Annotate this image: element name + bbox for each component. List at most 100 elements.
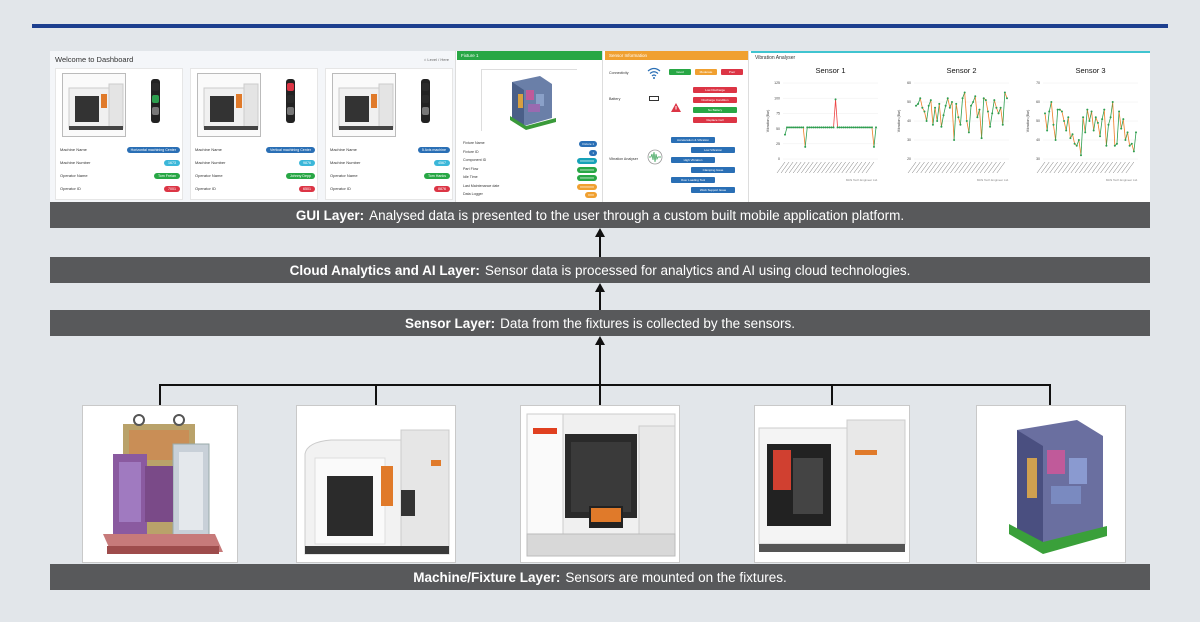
- machine-layer-text: Sensors are mounted on the fixtures.: [565, 569, 787, 585]
- data-point: [862, 126, 865, 129]
- data-point: [989, 125, 992, 128]
- data-point: [1130, 142, 1133, 145]
- connectivity-status-button[interactable]: Good: [669, 69, 691, 75]
- gui-screenshot-strip: Welcome to Dashboard ⌂ Level / Here Mach…: [50, 51, 1150, 202]
- y-tick-label: 70: [1036, 81, 1040, 85]
- vibration-panel-accent: [751, 51, 1150, 53]
- connector-1: [159, 384, 161, 405]
- x-tick-label-mark: [958, 161, 967, 174]
- data-point: [1077, 139, 1080, 141]
- data-point: [948, 106, 951, 109]
- data-point: [838, 126, 841, 129]
- y-axis-label: Vibration (Bar): [766, 110, 770, 133]
- vibration-status-button[interactable]: Work Support Issue: [691, 187, 735, 193]
- series-segment: [1000, 107, 1004, 125]
- status-light-tower: [151, 79, 160, 123]
- series-segment: [1050, 101, 1054, 125]
- vibration-status-button[interactable]: Over Loading Tool: [671, 177, 715, 183]
- series-segment: [976, 109, 980, 118]
- series-segment: [1061, 111, 1065, 122]
- sensor-layer-bar: Sensor Layer: Data from the fixtures is …: [50, 310, 1150, 336]
- data-point: [1006, 97, 1008, 100]
- data-point: [820, 126, 823, 129]
- series-segment: [1063, 120, 1067, 131]
- battery-status-button[interactable]: Replace Cell: [693, 117, 737, 123]
- data-point: [802, 126, 805, 129]
- fixture-info-value: XXX: [584, 192, 597, 198]
- data-point: [982, 97, 985, 100]
- series-segment: [873, 127, 877, 147]
- series-segment: [1122, 119, 1126, 141]
- series-segment: [945, 98, 949, 106]
- x-tick-label-mark: [992, 161, 1001, 174]
- x-tick-label-mark: [1100, 161, 1109, 174]
- connector-4: [831, 384, 833, 405]
- data-point: [834, 98, 837, 101]
- data-point: [832, 126, 835, 129]
- gui-layer-text: Analysed data is presented to the user t…: [369, 207, 905, 223]
- x-tick-label-mark: [962, 161, 972, 174]
- x-tick-label-mark: [849, 161, 859, 174]
- data-point: [1069, 137, 1072, 140]
- fixture-info-label: Last Maintenance date: [463, 183, 500, 188]
- series-segment: [1046, 111, 1050, 131]
- fixture-illustration: [482, 70, 578, 132]
- series-segment: [1089, 111, 1092, 122]
- sensor-layer-text: Data from the fixtures is collected by t…: [500, 315, 795, 331]
- machine-layer-bar: Machine/Fixture Layer: Sensors are mount…: [50, 564, 1150, 590]
- operator-id-badge: 8876: [434, 186, 450, 192]
- x-tick-label-mark: [1074, 161, 1084, 174]
- machine-number-badge: 4567: [434, 160, 450, 166]
- series-segment: [784, 127, 788, 135]
- series-segment: [985, 100, 989, 112]
- operator-id-badge: 6501: [299, 186, 315, 192]
- data-point: [925, 120, 928, 122]
- fixture-panel-title: Fixture 1: [457, 51, 602, 60]
- data-point: [942, 114, 945, 117]
- connectivity-status-button[interactable]: Moderate: [695, 69, 717, 75]
- series-segment: [1110, 101, 1114, 118]
- vibration-status-button[interactable]: Acceleration & Vibration: [671, 137, 715, 143]
- data-point: [1067, 116, 1070, 119]
- data-point: [1107, 123, 1110, 126]
- series-segment: [926, 105, 930, 122]
- chart-title: Sensor 1: [815, 66, 845, 75]
- vibration-status-button[interactable]: Low Vibration: [691, 147, 735, 153]
- battery-status-button[interactable]: Discharge Condition: [693, 97, 737, 103]
- x-tick-label-mark: [784, 161, 794, 174]
- data-point: [940, 125, 943, 128]
- vibration-status-button[interactable]: High Vibration: [671, 157, 715, 163]
- battery-status-button[interactable]: No Battery: [693, 107, 737, 113]
- series-segment: [1044, 113, 1048, 131]
- connector-3: [599, 384, 601, 405]
- battery-status-button[interactable]: Low Discharge: [693, 87, 737, 93]
- x-tick-label-mark: [1125, 161, 1135, 174]
- machine-thumbnail: [332, 73, 396, 137]
- series-segment: [1108, 117, 1111, 125]
- vibration-status-button[interactable]: Clamping Issue: [691, 167, 735, 173]
- operator-id-label: Operator ID: [60, 186, 81, 191]
- y-tick-label: 125: [774, 81, 780, 85]
- data-point: [810, 126, 813, 129]
- data-point: [1058, 108, 1061, 111]
- series-segment: [1055, 109, 1059, 141]
- data-point: [1086, 108, 1089, 111]
- data-point: [921, 106, 924, 109]
- data-point: [1101, 118, 1104, 121]
- fixture-info-label: Component ID: [463, 158, 487, 162]
- series-segment: [974, 96, 978, 118]
- y-tick-label: 40: [1036, 138, 1040, 142]
- fixture-info-value: XXXXXXX: [576, 175, 597, 181]
- operator-name-badge: Johnny Depp: [285, 173, 315, 179]
- series-segment: [987, 111, 991, 127]
- fixture-image-1: [82, 405, 238, 563]
- machine-name-badge: Vertical machining Center: [266, 147, 315, 153]
- x-tick-label-mark: [941, 161, 951, 174]
- connectivity-status-button[interactable]: Poor: [721, 69, 743, 75]
- battery-label: Battery: [609, 97, 621, 101]
